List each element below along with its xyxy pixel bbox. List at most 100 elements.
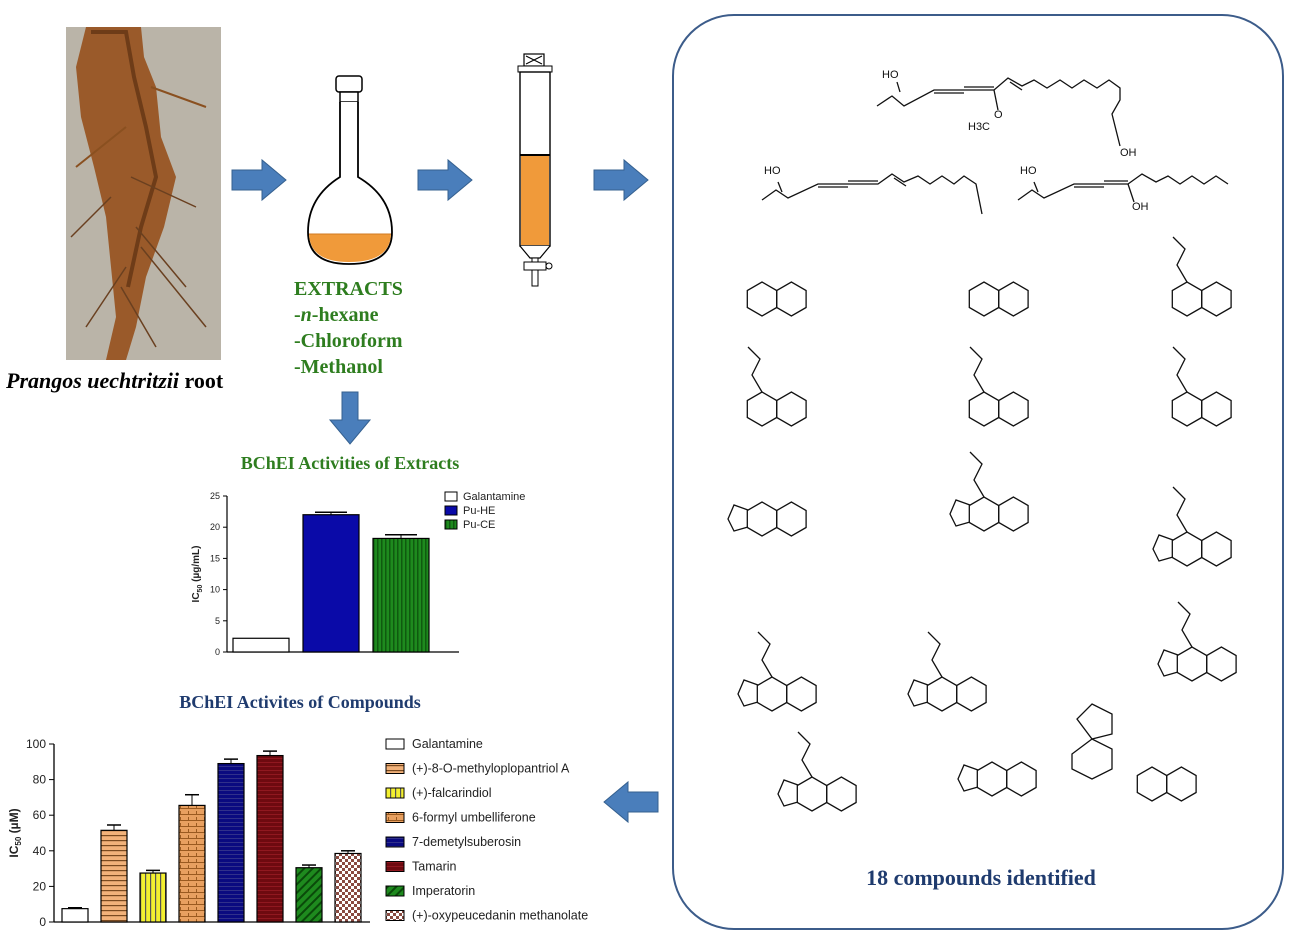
y-axis-label: IC50 (µM): [7, 808, 23, 857]
compound-bar: [100, 829, 128, 923]
furan-ring: [737, 679, 759, 707]
root-illustration: [66, 27, 221, 360]
legend-swatch: [385, 738, 405, 750]
y-tick-label: 20: [210, 522, 220, 532]
structure-polyacetylene-3: [1017, 173, 1229, 203]
ring: [1201, 281, 1232, 317]
furan-ring: [957, 764, 979, 792]
ring: [968, 496, 1000, 532]
y-tick-label: 15: [210, 553, 220, 563]
side-chain: [747, 346, 763, 393]
arrow-right-3: [593, 158, 649, 202]
side-chain: [1172, 486, 1188, 533]
furan-ring: [949, 499, 971, 527]
ring: [786, 676, 817, 712]
y-tick-label: 0: [215, 647, 220, 657]
side-chain: [1172, 346, 1188, 393]
structure-polyacetylene-1: [876, 77, 1121, 147]
side-chain: [969, 451, 985, 498]
sugar-ring: [1076, 703, 1113, 740]
ring: [1206, 646, 1237, 682]
ring: [1201, 391, 1232, 427]
ring: [1171, 281, 1203, 317]
ring: [756, 676, 788, 712]
sugar-ring: [1071, 738, 1113, 780]
arrow-right-2: [417, 158, 473, 202]
ring: [956, 676, 987, 712]
ring: [826, 776, 857, 812]
label-s1-o: O: [994, 109, 1003, 121]
label-s1-ho: HO: [882, 69, 899, 81]
legend-label: Pu-HE: [463, 505, 495, 517]
legend-label: 7-demetylsuberosin: [412, 835, 521, 849]
chemical-structures: HO H3C O OH HO HO OH: [727, 69, 1237, 812]
extracts-block: EXTRACTS -n-hexane -Chloroform -Methanol: [294, 276, 403, 380]
ring: [1176, 646, 1208, 682]
label-s1-h3c: H3C: [968, 121, 990, 133]
ring: [998, 496, 1029, 532]
y-tick-label: 80: [33, 773, 47, 787]
arrow-down: [328, 391, 372, 445]
compounds-chart-title: BChEI Activites of Compounds: [179, 692, 421, 712]
label-s1-oh: OH: [1120, 147, 1137, 159]
ring: [746, 391, 778, 427]
extract-item-chloroform: -Chloroform: [294, 330, 403, 352]
y-tick-label: 20: [33, 879, 47, 893]
ring: [776, 501, 807, 537]
legend-swatch: [385, 812, 405, 823]
legend-swatch: [385, 861, 405, 872]
y-tick-label: 25: [210, 491, 220, 501]
ring: [998, 281, 1029, 317]
legend-swatch: [385, 763, 405, 774]
ring: [1136, 766, 1168, 802]
column-icon: [517, 53, 553, 287]
ring: [968, 281, 1000, 317]
ring: [1006, 761, 1037, 797]
compound-bar: [61, 908, 89, 923]
side-chain: [1177, 601, 1193, 648]
side-chain: [1172, 236, 1188, 283]
compound-panel: [672, 14, 1284, 930]
compound-bar: [295, 867, 323, 923]
ring: [796, 776, 828, 812]
ring: [1201, 531, 1232, 567]
legend-label: Tamarin: [412, 860, 457, 874]
extract-item-hexane: -n-hexane: [294, 304, 379, 326]
ring: [776, 281, 807, 317]
y-tick-label: 5: [215, 616, 220, 626]
legend-swatch: [385, 836, 405, 848]
y-tick-label: 60: [33, 808, 47, 822]
legend-label: (+)-8-O-methyloplopantriol A: [412, 762, 570, 776]
root-photo: [66, 27, 221, 360]
label-s3-oh: OH: [1132, 201, 1149, 213]
legend-label: Galantamine: [463, 491, 525, 503]
furan-ring: [1157, 649, 1179, 677]
extracts-chart-title: BChEI Activities of Extracts: [240, 453, 460, 473]
ring: [1166, 766, 1197, 802]
structure-polyacetylene-2: [761, 173, 983, 215]
label-s3-ho: HO: [1020, 165, 1037, 177]
arrow-right-1: [231, 158, 287, 202]
legend-swatch: [444, 491, 458, 502]
side-chain: [757, 631, 773, 678]
compound-bar: [334, 852, 362, 923]
compound-bar: [217, 762, 245, 923]
side-chain: [927, 631, 943, 678]
legend-label: Imperatorin: [412, 884, 475, 898]
compound-bar: [139, 872, 167, 923]
side-chain: [969, 346, 985, 393]
root-word: root: [178, 368, 224, 393]
ring: [746, 281, 778, 317]
furan-ring: [777, 779, 799, 807]
furan-ring: [907, 679, 929, 707]
legend-swatch: [385, 885, 405, 897]
y-axis-label: IC50 (µg/mL): [191, 546, 204, 603]
ring: [1171, 531, 1203, 567]
bar-galantamine: [232, 637, 290, 653]
ring: [976, 761, 1008, 797]
furan-ring: [1152, 534, 1174, 562]
ring: [926, 676, 958, 712]
label-s2-ho: HO: [764, 165, 781, 177]
